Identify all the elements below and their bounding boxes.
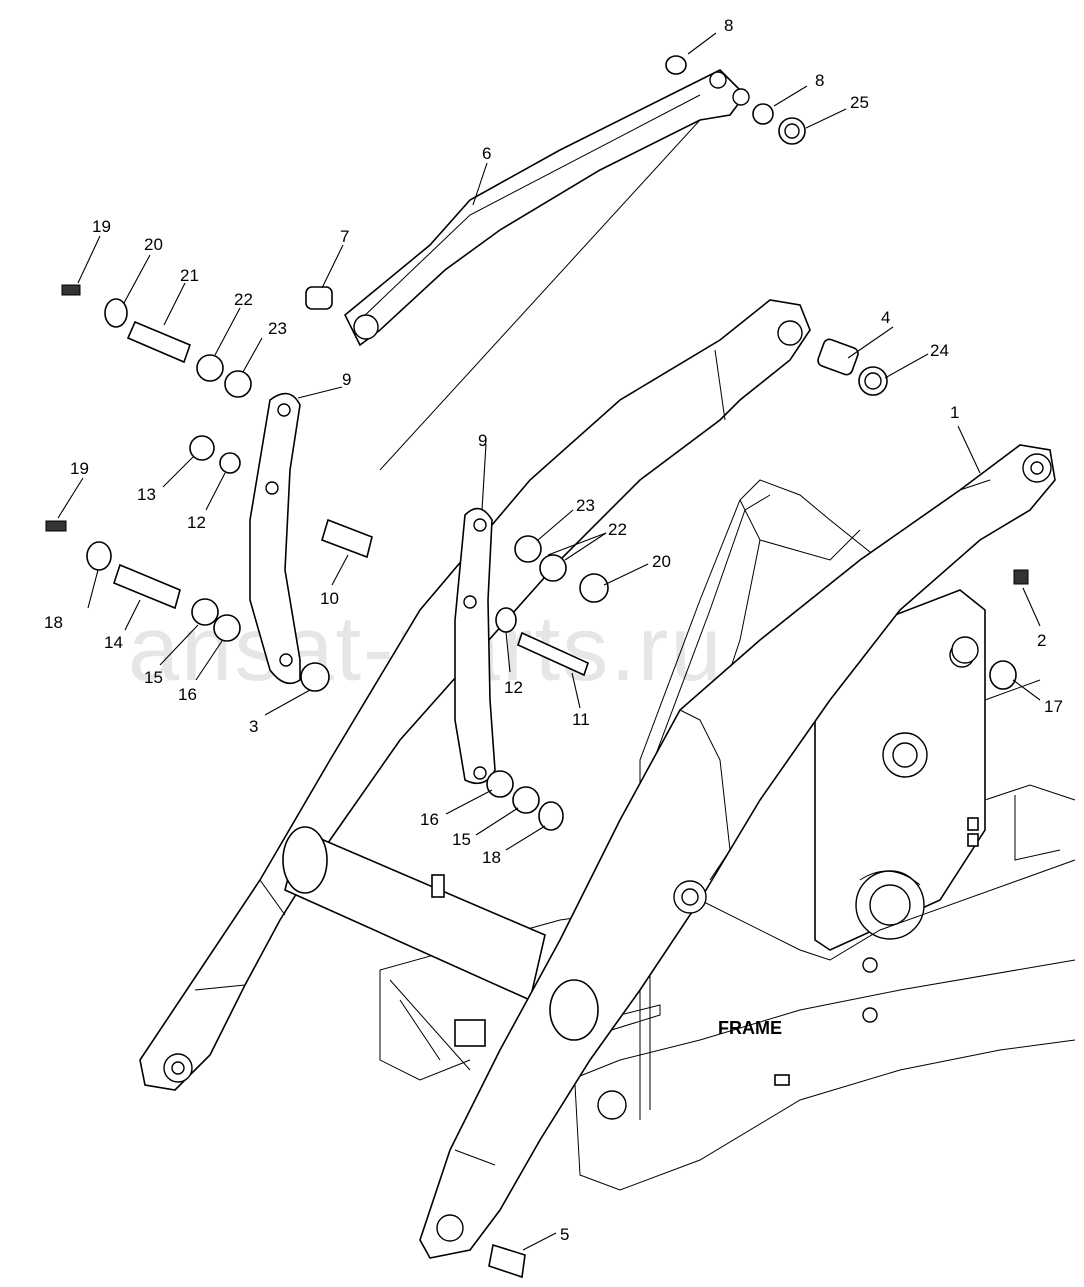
- callout-19: 19: [92, 217, 111, 236]
- callout-20: 20: [652, 552, 671, 571]
- callout-22: 22: [234, 290, 253, 309]
- link-arm-6: [343, 69, 750, 471]
- callout-9: 9: [478, 431, 487, 450]
- callout-3: 3: [249, 717, 258, 736]
- link-plate-9-left: [249, 392, 301, 685]
- callout-20: 20: [144, 235, 163, 254]
- callout-2: 2: [1037, 631, 1046, 650]
- callout-22: 22: [608, 520, 627, 539]
- callout-6: 6: [482, 144, 491, 163]
- callout-10: 10: [320, 589, 339, 608]
- callout-21: 21: [180, 266, 199, 285]
- callout-9: 9: [342, 370, 351, 389]
- callout-17: 17: [1044, 697, 1063, 716]
- frame-label: FRAME: [718, 1018, 782, 1038]
- boom-arm-right: [419, 444, 1056, 1259]
- callout-15: 15: [144, 668, 163, 687]
- callout-23: 23: [576, 496, 595, 515]
- callout-8: 8: [724, 16, 733, 35]
- callout-8: 8: [815, 71, 824, 90]
- callout-13: 13: [137, 485, 156, 504]
- callout-23: 23: [268, 319, 287, 338]
- callout-12: 12: [504, 678, 523, 697]
- boom-arm-left: [139, 299, 811, 1091]
- callout-18: 18: [482, 848, 501, 867]
- leader-lines: [57, 32, 1041, 1251]
- callout-24: 24: [930, 341, 949, 360]
- callout-15: 15: [452, 830, 471, 849]
- callout-1: 1: [950, 403, 959, 422]
- callout-11: 11: [572, 710, 590, 729]
- callout-7: 7: [340, 227, 349, 246]
- callout-14: 14: [104, 633, 123, 652]
- callout-16: 16: [178, 685, 197, 704]
- callout-4: 4: [881, 308, 890, 327]
- callout-18: 18: [44, 613, 63, 632]
- cross-tube: [282, 826, 546, 1002]
- callout-19: 19: [70, 459, 89, 478]
- callout-25: 25: [850, 93, 869, 112]
- callouts: 8 8 25 6 7 19 20 21 22 23 9 13 12 19 18 …: [44, 16, 1063, 1244]
- small-parts: [45, 55, 1029, 1279]
- callout-5: 5: [560, 1225, 569, 1244]
- callout-12: 12: [187, 513, 206, 532]
- link-plate-9-right: [454, 507, 496, 785]
- callout-16: 16: [420, 810, 439, 829]
